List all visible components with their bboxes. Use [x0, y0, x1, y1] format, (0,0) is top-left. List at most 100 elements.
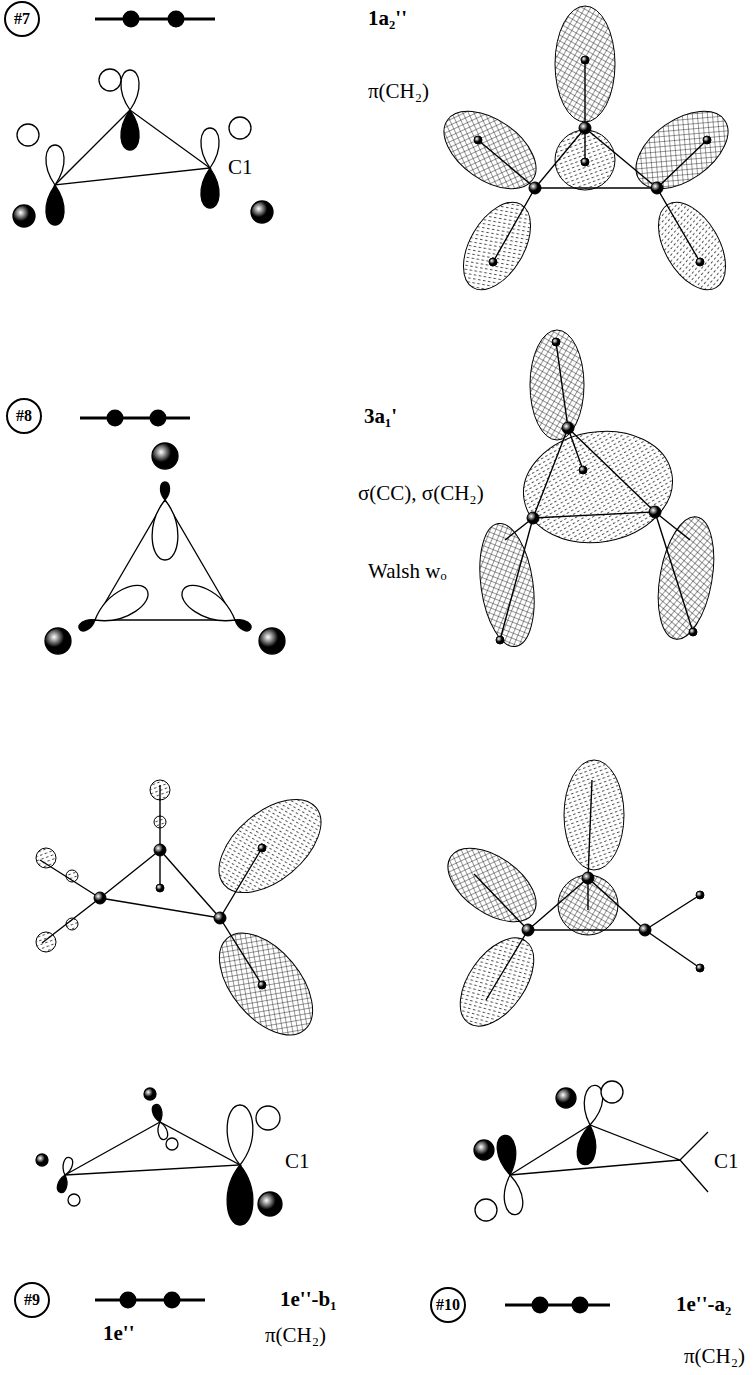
- s-orbital: [251, 201, 273, 223]
- orbital-sketch: [45, 443, 285, 654]
- orbital-sketch: [13, 69, 273, 227]
- atom: [639, 924, 651, 936]
- atom: [581, 158, 589, 166]
- atom: [703, 136, 711, 144]
- p-lobe: [46, 145, 64, 185]
- electron: [169, 12, 183, 26]
- orbital-label: C1: [714, 1150, 739, 1173]
- level-line: [505, 1304, 610, 1307]
- p-lobe: [201, 168, 219, 208]
- orbital-level-label: 1e''-b₁: [280, 1288, 336, 1311]
- atom: [696, 258, 704, 266]
- atom: [474, 136, 482, 144]
- s-orbital: [258, 1192, 282, 1216]
- dotted-lobe: [645, 191, 740, 301]
- orbital-sketch: [474, 1081, 708, 1221]
- atom: [156, 884, 164, 892]
- p-lobe: [151, 1103, 164, 1123]
- s-orbital: [229, 117, 251, 139]
- orbital-sketch: [36, 1088, 282, 1225]
- callout-circle: #9: [14, 1282, 50, 1318]
- mesh-lobe: [473, 520, 542, 650]
- atom: [522, 924, 534, 936]
- s-orbital: [36, 1154, 48, 1166]
- ring-bond: [510, 1125, 708, 1192]
- dotted-lobe: [36, 848, 56, 868]
- atom: [489, 258, 497, 266]
- mesh-lobe: [650, 512, 723, 643]
- atom: [258, 844, 266, 852]
- orbital-label: C1: [228, 156, 253, 179]
- orbital-level-label: 3a₁': [364, 405, 397, 428]
- mesh-lobe: [201, 916, 330, 1052]
- orbital-level-label: 1e''-a₂: [676, 1293, 731, 1316]
- atom: [154, 844, 166, 856]
- atom: [579, 466, 587, 474]
- s-orbital: [152, 443, 178, 469]
- s-orbital: [166, 1138, 178, 1150]
- p-lobe: [501, 1174, 525, 1216]
- walsh-lobe: [152, 500, 178, 560]
- ring-bond: [65, 1122, 240, 1175]
- p-lobe: [201, 128, 219, 168]
- electron: [533, 1298, 547, 1312]
- s-orbital: [601, 1081, 623, 1103]
- atom: [696, 964, 704, 972]
- bond: [478, 60, 707, 262]
- p-lobe: [56, 1174, 69, 1194]
- s-orbital: [99, 69, 121, 91]
- atom: [214, 912, 226, 924]
- level-line: [95, 1299, 205, 1302]
- orbital-label: Walsh wₒ: [368, 560, 446, 583]
- orbital-label: σ(CC), σ(CH₂): [358, 482, 484, 505]
- s-orbital: [256, 1106, 280, 1130]
- electron: [121, 1293, 135, 1307]
- atom: [552, 338, 560, 346]
- atom: [651, 182, 663, 194]
- ring-bond: [55, 110, 210, 185]
- orbital-plot: [435, 760, 704, 1039]
- orbital-plot: [473, 330, 723, 650]
- dotted-lobe: [450, 191, 545, 301]
- s-orbital: [144, 1088, 156, 1100]
- walsh-lobe: [177, 579, 242, 631]
- callout-circle: #7: [4, 1, 40, 37]
- atom: [496, 636, 504, 644]
- electron: [165, 1293, 179, 1307]
- bond: [500, 342, 693, 640]
- level-line: [80, 417, 190, 420]
- orbital-label: π(CH₂): [368, 80, 429, 103]
- atom: [94, 892, 106, 904]
- s-orbital: [13, 205, 35, 227]
- p-lobe: [156, 1121, 169, 1141]
- p-lobe: [46, 185, 64, 225]
- p-lobe: [227, 1165, 253, 1225]
- s-orbital: [556, 1088, 576, 1108]
- dotted-lobe: [564, 760, 624, 870]
- atom: [527, 512, 539, 524]
- walsh-lobe: [89, 579, 154, 631]
- s-orbital: [475, 1199, 497, 1221]
- dotted-lobe: [515, 420, 682, 554]
- walsh-lobe: [233, 616, 253, 633]
- atom: [258, 981, 266, 989]
- electron: [573, 1298, 587, 1312]
- p-lobe: [61, 1156, 74, 1176]
- orbital-level-label: 1a₂'': [368, 7, 407, 30]
- energy-level: [80, 12, 610, 1312]
- callout-number: #9: [24, 1292, 40, 1308]
- callout-circle: #10: [430, 1287, 466, 1323]
- level-line: [95, 18, 215, 21]
- p-lobe: [575, 1124, 599, 1166]
- p-lobe: [227, 1105, 253, 1165]
- callout-circle: #8: [6, 398, 42, 434]
- atom: [581, 56, 589, 64]
- orbital-label: π(CH₂): [265, 1324, 326, 1347]
- s-orbital: [68, 1194, 80, 1206]
- atom: [696, 891, 704, 899]
- callout-number: #10: [436, 1297, 460, 1313]
- callout-number: #7: [14, 11, 30, 27]
- bond: [40, 785, 262, 985]
- atom: [689, 628, 697, 636]
